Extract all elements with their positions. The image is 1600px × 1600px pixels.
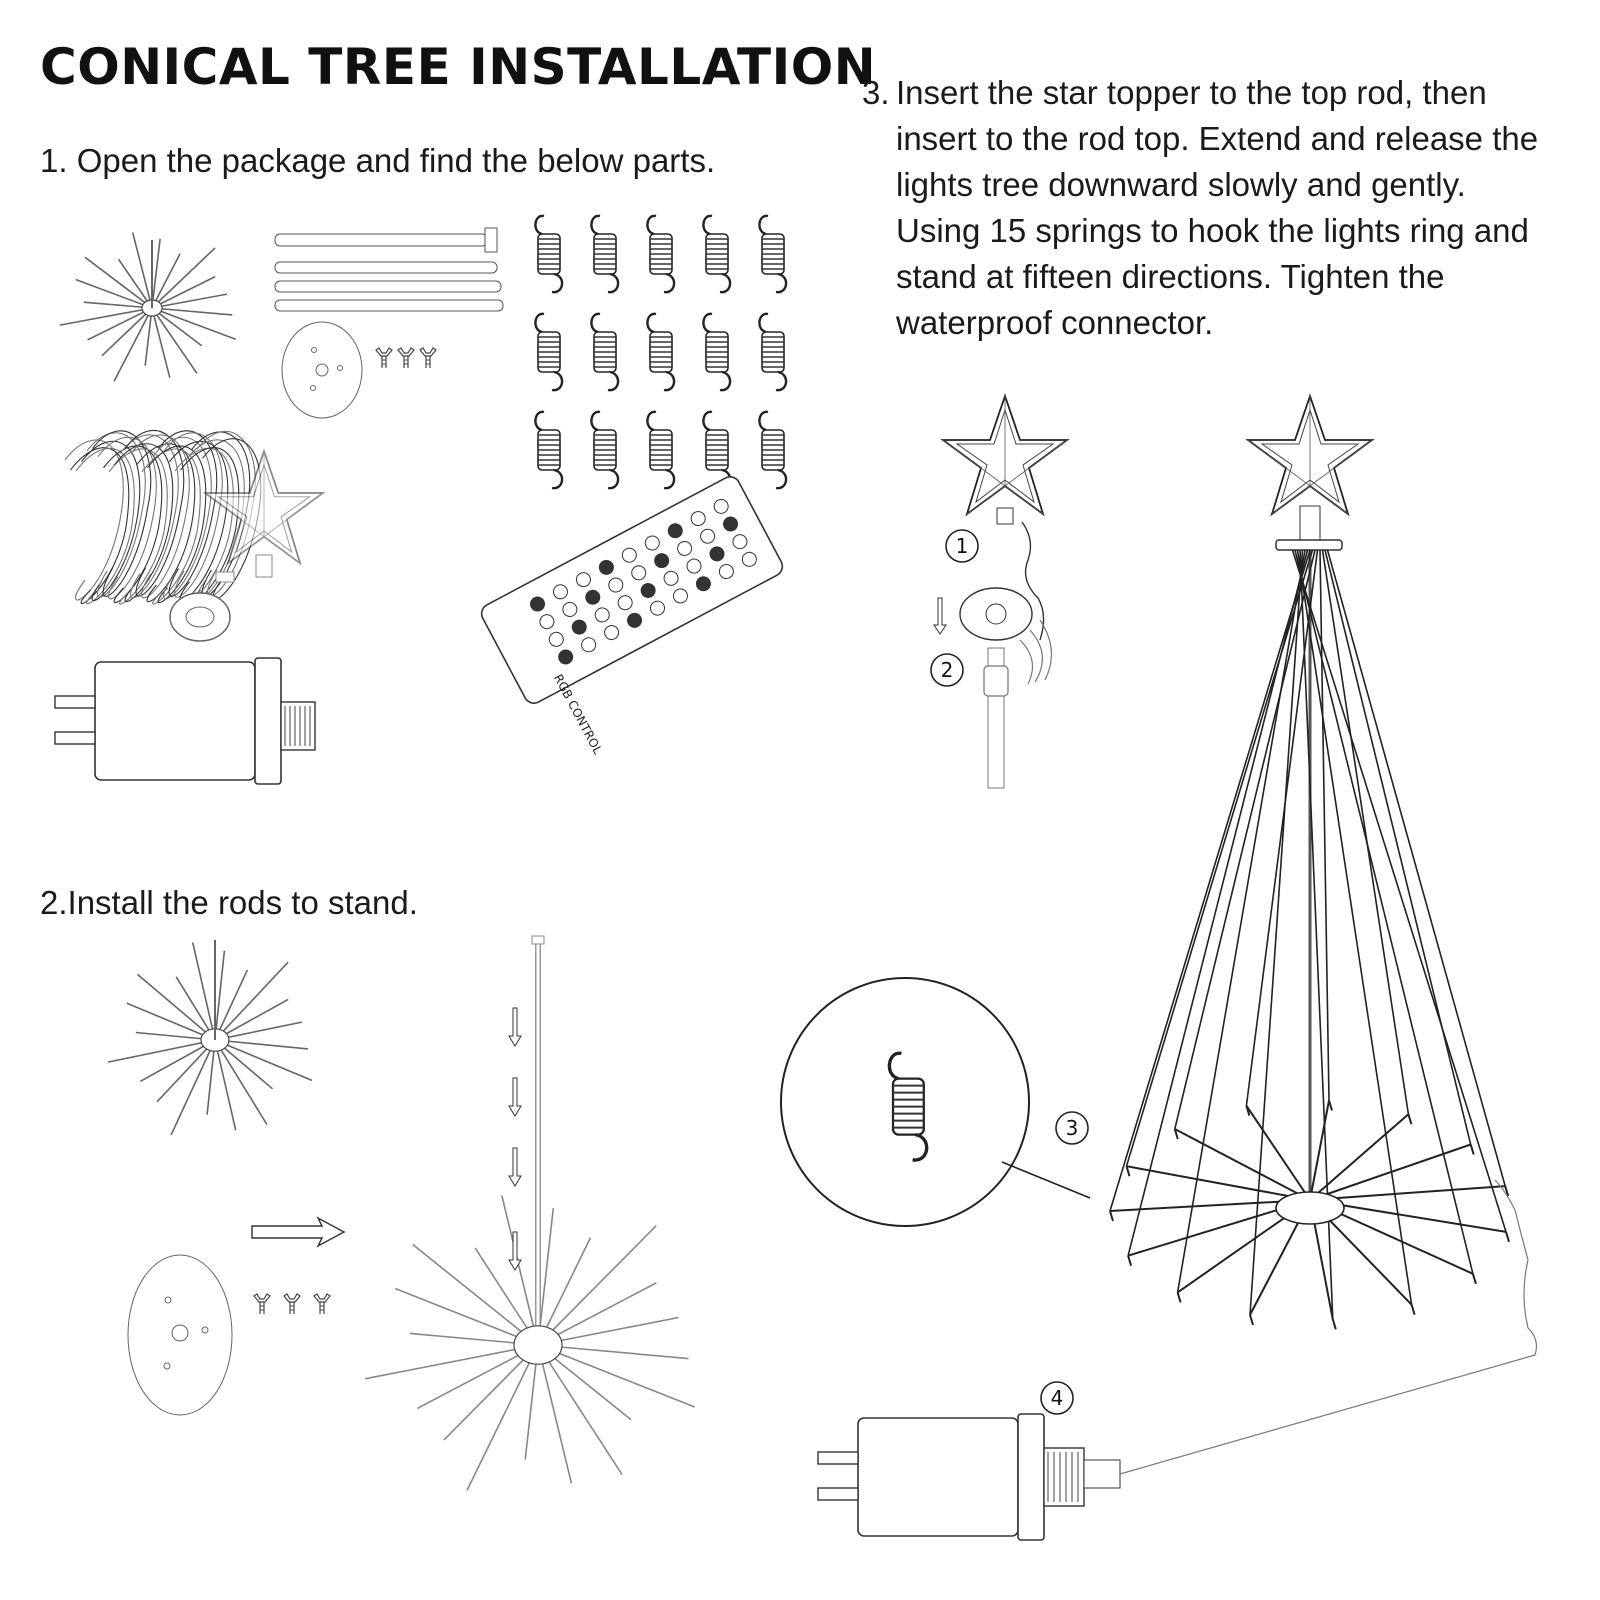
step-3-line-1: Insert the star topper to the top rod, t… xyxy=(896,74,1487,111)
star-topper-icon xyxy=(169,450,324,642)
arrow-right-icon xyxy=(251,1216,346,1248)
power-adapter-icon xyxy=(54,657,316,785)
arrow-down-icon xyxy=(508,1007,522,1271)
svg-text:2: 2 xyxy=(941,658,954,682)
svg-text:1: 1 xyxy=(956,534,969,558)
step-3-line-2: insert to the rod top. Extend and releas… xyxy=(896,120,1539,157)
callout-3: 3 xyxy=(1055,1111,1089,1145)
power-adapter-icon xyxy=(817,1179,1538,1541)
page-title: CONICAL TREE INSTALLATION xyxy=(40,38,877,96)
base-plate-icon xyxy=(127,1254,233,1416)
wing-nut-icon xyxy=(375,347,437,369)
step-3-number: 3. xyxy=(862,74,890,111)
callout-2: 2 xyxy=(930,653,964,687)
svg-text:3: 3 xyxy=(1066,1116,1079,1140)
stand-icon xyxy=(107,940,313,1136)
step-3-line-3: lights tree downward slowly and gently. xyxy=(896,166,1466,203)
remote-control-icon: RGB CONTROL xyxy=(480,476,784,757)
conical-tree-icon xyxy=(1109,395,1510,1330)
rod-assembly-icon xyxy=(364,935,695,1491)
arrow-down-icon xyxy=(933,597,947,635)
remote-label: RGB CONTROL xyxy=(551,672,605,757)
step-3-line-5: stand at fifteen directions. Tighten the xyxy=(896,258,1445,295)
step-3-text: 3. Insert the star topper to the top rod… xyxy=(862,70,1562,346)
step-3-line-6: waterproof connector. xyxy=(896,304,1214,341)
base-plate-icon xyxy=(281,321,363,419)
wing-nut-icon xyxy=(253,1293,331,1315)
step-3-line-4: Using 15 springs to hook the lights ring… xyxy=(896,212,1529,249)
stand-icon xyxy=(59,232,236,382)
callout-1: 1 xyxy=(945,529,979,563)
svg-text:4: 4 xyxy=(1051,1386,1064,1410)
step-2-text: 2.Install the rods to stand. xyxy=(40,884,418,921)
spring-icon xyxy=(534,214,788,490)
rod-icon xyxy=(274,227,504,312)
star-topper-icon xyxy=(942,395,1068,789)
callout-4: 4 xyxy=(1040,1381,1074,1415)
spring-detail-icon xyxy=(780,977,1091,1227)
step-1-text: 1. Open the package and find the below p… xyxy=(40,142,716,179)
